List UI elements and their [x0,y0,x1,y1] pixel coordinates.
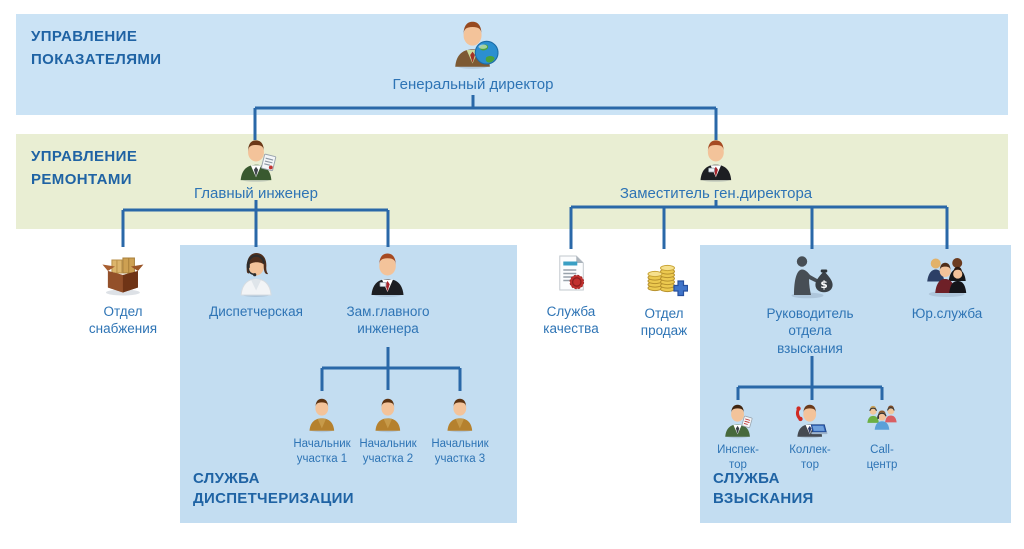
engineer-docs-icon [233,137,279,183]
legal-group-icon [923,252,971,300]
node-label: Начальник участка 3 [431,438,489,466]
node-label: Диспетчерская [209,304,303,319]
supply-box-icon [99,250,147,298]
node-deputy-director: Заместитель ген.директора [620,137,812,202]
node-call-center: Call- центр [864,402,901,473]
band-repairs: УПРАВЛЕНИЕ РЕМОНТАМИ [16,134,1008,229]
node-site-manager-3: Начальник участка 3 [431,396,489,467]
node-label: Юр.служба [911,306,983,321]
node-label: Отдел снабжения [88,304,158,337]
node-collection-head: $ Руководитель отдела взыскания [766,252,854,357]
node-label: Call- центр [866,444,898,472]
moneybag-silhouette-icon: $ [786,252,834,300]
svg-text:$: $ [821,279,828,291]
suit-badge-icon [364,250,412,298]
inspector-icon [719,402,756,439]
certificate-doc-icon [547,250,595,298]
operator-woman-icon [232,250,280,298]
node-label: Инспек- тор [717,444,759,472]
node-label: Начальник участка 2 [359,438,417,466]
node-dispatch-office: Диспетчерская [209,250,303,320]
node-deputy-chief-engineer: Зам.главного инженера [346,250,430,338]
node-collector: Коллек- тор [789,402,831,473]
group-dispatch-service-title: СЛУЖБА ДИСПЕТЧЕРИЗАЦИИ [193,470,354,508]
worker-icon [370,396,407,433]
node-label: Зам.главного инженера [346,304,430,337]
collector-phone-icon [792,402,829,439]
node-label: Главный инженер [194,185,318,202]
node-inspector: Инспек- тор [717,402,759,473]
worker-icon [442,396,479,433]
group-collection-service-title: СЛУЖБА ВЗЫСКАНИЯ [713,470,814,508]
node-site-manager-2: Начальник участка 2 [359,396,417,467]
node-general-director: Генеральный директор [392,18,554,93]
band-repairs-title: УПРАВЛЕНИЕ РЕМОНТАМИ [31,148,138,188]
node-chief-engineer: Главный инженер [194,137,318,202]
node-label: Руководитель отдела взыскания [766,306,854,356]
node-quality-service: Служба качества [543,250,599,338]
director-globe-icon [447,18,499,70]
node-legal-service: Юр.служба [911,252,983,322]
node-label: Коллек- тор [789,444,831,472]
node-sales-dept: Отдел продаж [640,252,689,340]
coins-plus-icon [640,252,689,300]
node-label: Заместитель ген.директора [619,185,813,202]
node-label: Генеральный директор [392,76,554,93]
callcenter-group-icon [864,402,901,439]
node-supply-dept: Отдел снабжения [89,250,157,338]
band-indicators-title: УПРАВЛЕНИЕ ПОКАЗАТЕЛЯМИ [31,28,162,68]
suit-badge-icon [693,137,739,183]
node-label: Отдел продаж [640,306,688,339]
node-site-manager-1: Начальник участка 1 [293,396,351,467]
node-label: Служба качества [543,304,599,337]
worker-icon [304,396,341,433]
node-label: Начальник участка 1 [293,438,351,466]
